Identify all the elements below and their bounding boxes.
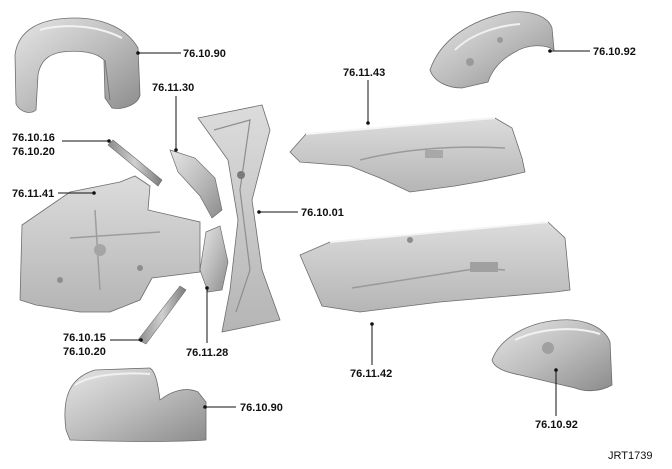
rear-wheelarch-liner-bottom-part (491, 319, 613, 392)
front-fender-liner-bottom-part (64, 367, 207, 442)
front-fender-liner-part (14, 17, 141, 113)
center-brace-part (197, 104, 281, 333)
callout-sill-cover-upper: 76.11.43 (343, 67, 385, 79)
callout-front-fender-liner: 76.10.90 (183, 48, 226, 60)
sill-cover-upper-part (289, 117, 526, 193)
callout-rear-wheelarch-liner-top: 76.10.92 (593, 46, 636, 58)
callout-rear-wheelarch-liner-bottom: 76.10.92 (535, 419, 578, 431)
callout-bracket-upper: 76.11.30 (152, 82, 194, 94)
callout-bracket-lower: 76.11.28 (186, 347, 228, 359)
callout-strut-upper-2: 76.10.20 (12, 146, 55, 158)
callout-strut-lower-2: 76.10.20 (63, 346, 106, 358)
sill-cover-lower-part (299, 221, 571, 313)
diagram-reference-code: JRT1739 (608, 450, 652, 462)
callout-strut-upper-1: 76.10.16 (12, 132, 55, 144)
bracket-upper-part (169, 149, 223, 219)
front-undertray-part (19, 175, 201, 313)
callout-front-undertray: 76.11.41 (12, 188, 54, 200)
callout-center-brace: 76.10.01 (301, 207, 344, 219)
strut-upper-part (107, 139, 163, 187)
strut-lower-part (137, 285, 187, 345)
leader-lines (58, 49, 590, 416)
bracket-lower-part (199, 225, 229, 293)
callout-strut-lower-1: 76.10.15 (63, 332, 106, 344)
callout-sill-cover-lower: 76.11.42 (350, 368, 392, 380)
callout-front-fender-liner-bottom: 76.10.90 (240, 402, 283, 414)
rear-wheelarch-liner-part (429, 11, 555, 89)
